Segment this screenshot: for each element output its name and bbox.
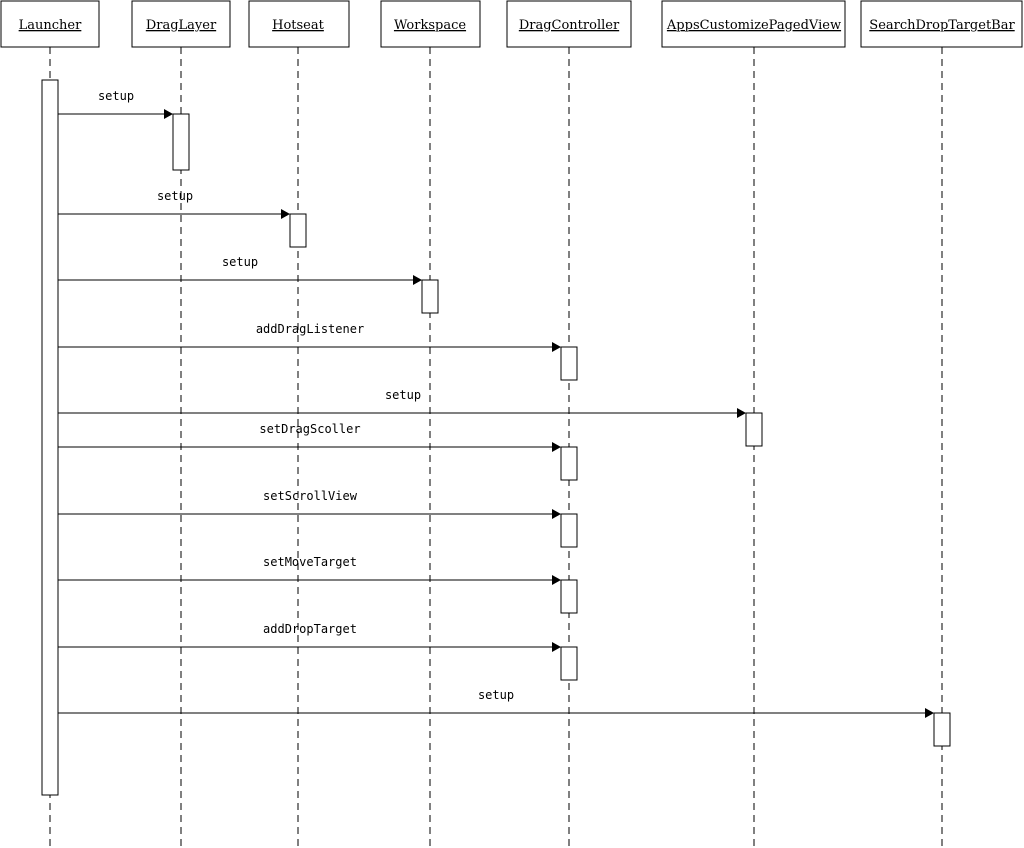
arrowhead-icon — [925, 708, 934, 718]
arrowhead-icon — [552, 509, 561, 519]
message: addDropTarget — [58, 622, 561, 652]
message: setup — [58, 189, 290, 219]
message: setup — [58, 688, 934, 718]
participant-label: DragLayer — [146, 18, 217, 33]
participant-searchdrop: SearchDropTargetBar — [860, 0, 1023, 48]
arrowhead-icon — [413, 275, 422, 285]
message: setup — [58, 388, 746, 418]
participant-label: DragController — [519, 18, 620, 33]
participant-label: Workspace — [394, 18, 466, 33]
participant-launcher: Launcher — [0, 0, 100, 48]
activation-draglayer — [172, 113, 190, 171]
message-label: setup — [98, 89, 134, 103]
participant-box — [661, 0, 846, 48]
arrowhead-icon — [552, 575, 561, 585]
arrowhead-icon — [164, 109, 173, 119]
arrowhead-icon — [552, 642, 561, 652]
participants: Launcher DragLayer Hotseat Workspace DragCon… — [0, 0, 1023, 48]
message: setDragScoller — [58, 422, 561, 452]
participant-box — [506, 0, 632, 48]
arrowhead-icon — [281, 209, 290, 219]
participant-box — [0, 0, 100, 48]
participant-draglayer: DragLayer — [131, 0, 231, 48]
participant-workspace: Workspace — [380, 0, 481, 48]
activation-hotseat — [289, 213, 307, 248]
arrowhead-icon — [552, 442, 561, 452]
participant-box — [380, 0, 481, 48]
participant-label: Launcher — [19, 18, 82, 33]
messages: setup setup setup addDragListener setup setDr… — [58, 89, 934, 718]
activation-workspace — [421, 279, 439, 314]
message-label: setDragScoller — [259, 422, 360, 436]
participant-box — [860, 0, 1023, 48]
message: setScrollView — [58, 489, 561, 519]
message-label: setScrollView — [263, 489, 358, 503]
message-label: setup — [385, 388, 421, 402]
activation-dragcontroller — [560, 579, 578, 614]
activation-dragcontroller — [560, 346, 578, 381]
message-label: setup — [157, 189, 193, 203]
activation-dragcontroller — [560, 513, 578, 548]
message-label: setup — [222, 255, 258, 269]
activation-launcher — [41, 79, 59, 796]
message-label: addDropTarget — [263, 622, 357, 636]
activation-searchdrop — [933, 712, 951, 747]
participant-label: Hotseat — [272, 18, 325, 33]
activations — [41, 79, 951, 796]
activation-dragcontroller — [560, 446, 578, 481]
message: addDragListener — [58, 322, 561, 352]
message: setup — [58, 89, 173, 119]
participant-label: SearchDropTargetBar — [869, 18, 1015, 33]
arrowhead-icon — [737, 408, 746, 418]
participant-dragcontroller: DragController — [506, 0, 632, 48]
arrowhead-icon — [552, 342, 561, 352]
activation-dragcontroller — [560, 646, 578, 681]
message: setup — [58, 255, 422, 285]
message-label: setup — [478, 688, 514, 702]
message-label: addDragListener — [256, 322, 364, 336]
participant-box — [131, 0, 231, 48]
participant-appscustomize: AppsCustomizePagedView — [661, 0, 846, 48]
message: setMoveTarget — [58, 555, 561, 585]
participant-box — [248, 0, 350, 48]
participant-label: AppsCustomizePagedView — [666, 18, 841, 33]
participant-hotseat: Hotseat — [248, 0, 350, 48]
message-label: setMoveTarget — [263, 555, 357, 569]
activation-appscustomize — [745, 412, 763, 447]
